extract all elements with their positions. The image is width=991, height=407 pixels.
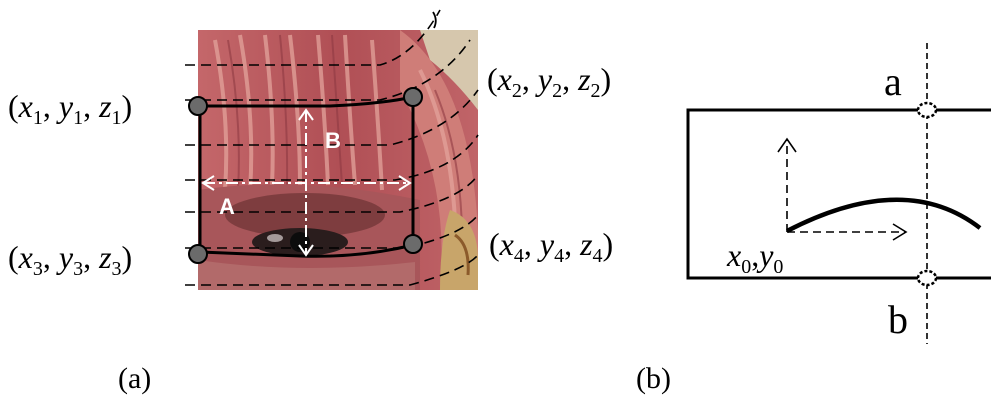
trajectory-curve (785, 197, 982, 233)
caption-a: (a) (118, 362, 151, 395)
local-axes (777, 137, 908, 241)
control-point-3 (188, 244, 208, 264)
dashed-contour-lines (185, 9, 479, 286)
caption-b: (b) (636, 362, 671, 395)
section-label-a: a (884, 59, 902, 104)
panel-b: a b x0,y0 (b) (636, 43, 991, 395)
marker-a (916, 101, 938, 119)
face-muscle-image (198, 30, 478, 290)
channel-outline (686, 108, 991, 280)
origin-label: x0,y0 (726, 237, 783, 278)
coord-label-1: (x1, y1, z1) (8, 88, 132, 129)
coord-label-4: (x4, y4, z4) (489, 226, 613, 267)
coord-label-3: (x3, y3, z3) (8, 239, 132, 280)
arrow-a-label: A (219, 194, 235, 219)
control-point-1 (188, 96, 208, 116)
section-label-b: b (888, 297, 908, 342)
panel-a: A B (x1, y1, z1) (x2, y2, z2) (x3, y3, z… (8, 9, 613, 395)
arrow-b-label: B (325, 128, 341, 153)
marker-b (916, 269, 938, 287)
control-point-4 (403, 234, 423, 254)
control-points (188, 87, 423, 264)
control-point-2 (403, 87, 423, 107)
coord-label-2: (x2, y2, z2) (487, 61, 611, 102)
